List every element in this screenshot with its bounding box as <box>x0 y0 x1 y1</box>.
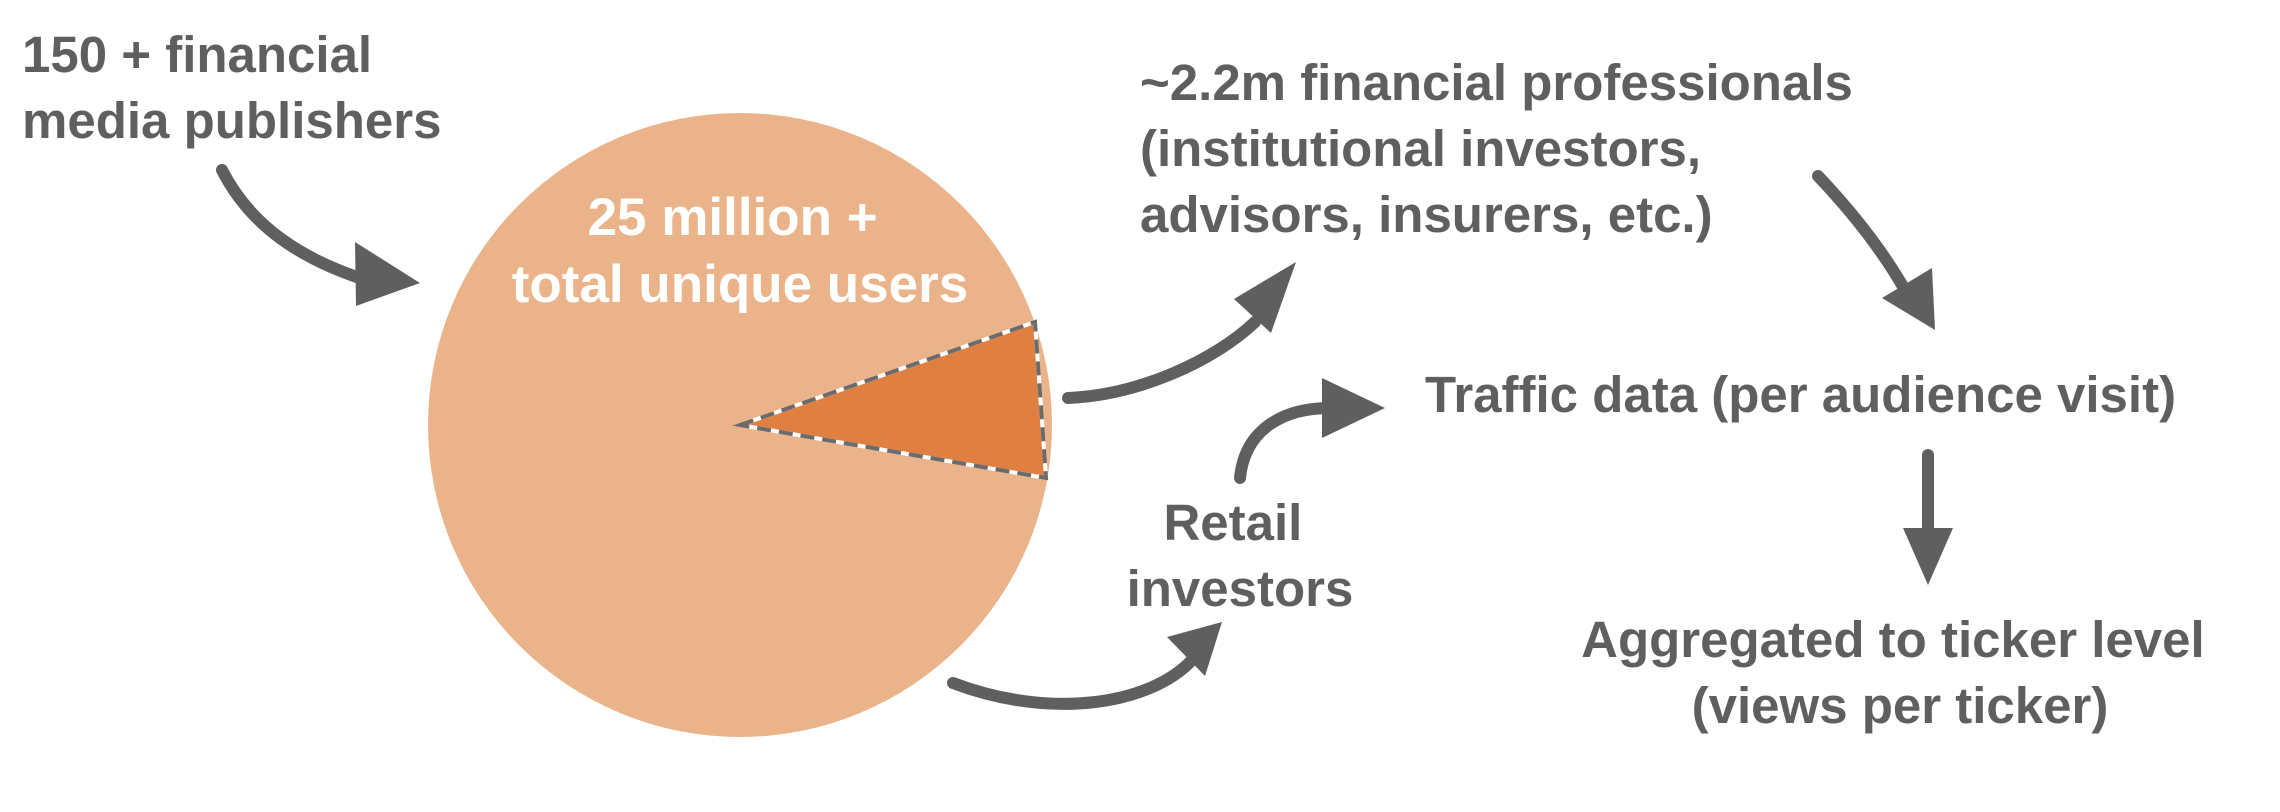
audience-pie <box>428 113 1052 737</box>
pie-total-line-1: 25 million + <box>588 188 878 247</box>
professionals-line-1: ~2.2m financial professionals <box>1140 54 1853 111</box>
traffic-data-label: Traffic data (per audience visit) <box>1425 366 2176 423</box>
aggregated-line-1: Aggregated to ticker level <box>1581 611 2205 668</box>
arrow-retail-to-traffic <box>1234 378 1385 484</box>
arrow-prof-traffic-head <box>1882 268 1935 330</box>
arrow-publishers-head <box>355 242 420 306</box>
pie-slice-border <box>732 319 1049 481</box>
arrow-traffic-head <box>1322 378 1385 438</box>
retail-line-2: investors <box>1127 560 1354 617</box>
publishers-line-2: media publishers <box>22 92 441 149</box>
arrow-professionals-to-traffic <box>1812 170 1935 330</box>
professionals-line-2: (institutional investors, <box>1140 120 1701 177</box>
aggregated-label: Aggregated to ticker level (views per ti… <box>1581 611 2219 734</box>
publishers-line-1: 150 + financial <box>22 26 372 83</box>
arrow-retail-head <box>1167 622 1222 676</box>
retail-investors-label: Retail investors <box>1127 494 1354 617</box>
arrow-publishers-to-pie <box>216 164 420 306</box>
arrow-pie-to-retail <box>947 622 1222 710</box>
arrow-traffic-to-aggregated <box>1903 449 1953 585</box>
professionals-label: ~2.2m financial professionals (instituti… <box>1140 54 1867 243</box>
professionals-line-3: advisors, insurers, etc.) <box>1140 186 1713 243</box>
arrow-professionals-head <box>1234 262 1296 333</box>
retail-line-1: Retail <box>1163 494 1302 551</box>
aggregated-line-2: (views per ticker) <box>1692 677 2109 734</box>
arrow-aggregated-head <box>1903 528 1953 585</box>
pie-total-line-2: total unique users <box>512 255 968 314</box>
publishers-label: 150 + financial media publishers <box>22 26 441 149</box>
pie-total-label: 25 million + total unique users <box>512 188 968 314</box>
arrow-slice-to-professionals <box>1062 262 1296 404</box>
